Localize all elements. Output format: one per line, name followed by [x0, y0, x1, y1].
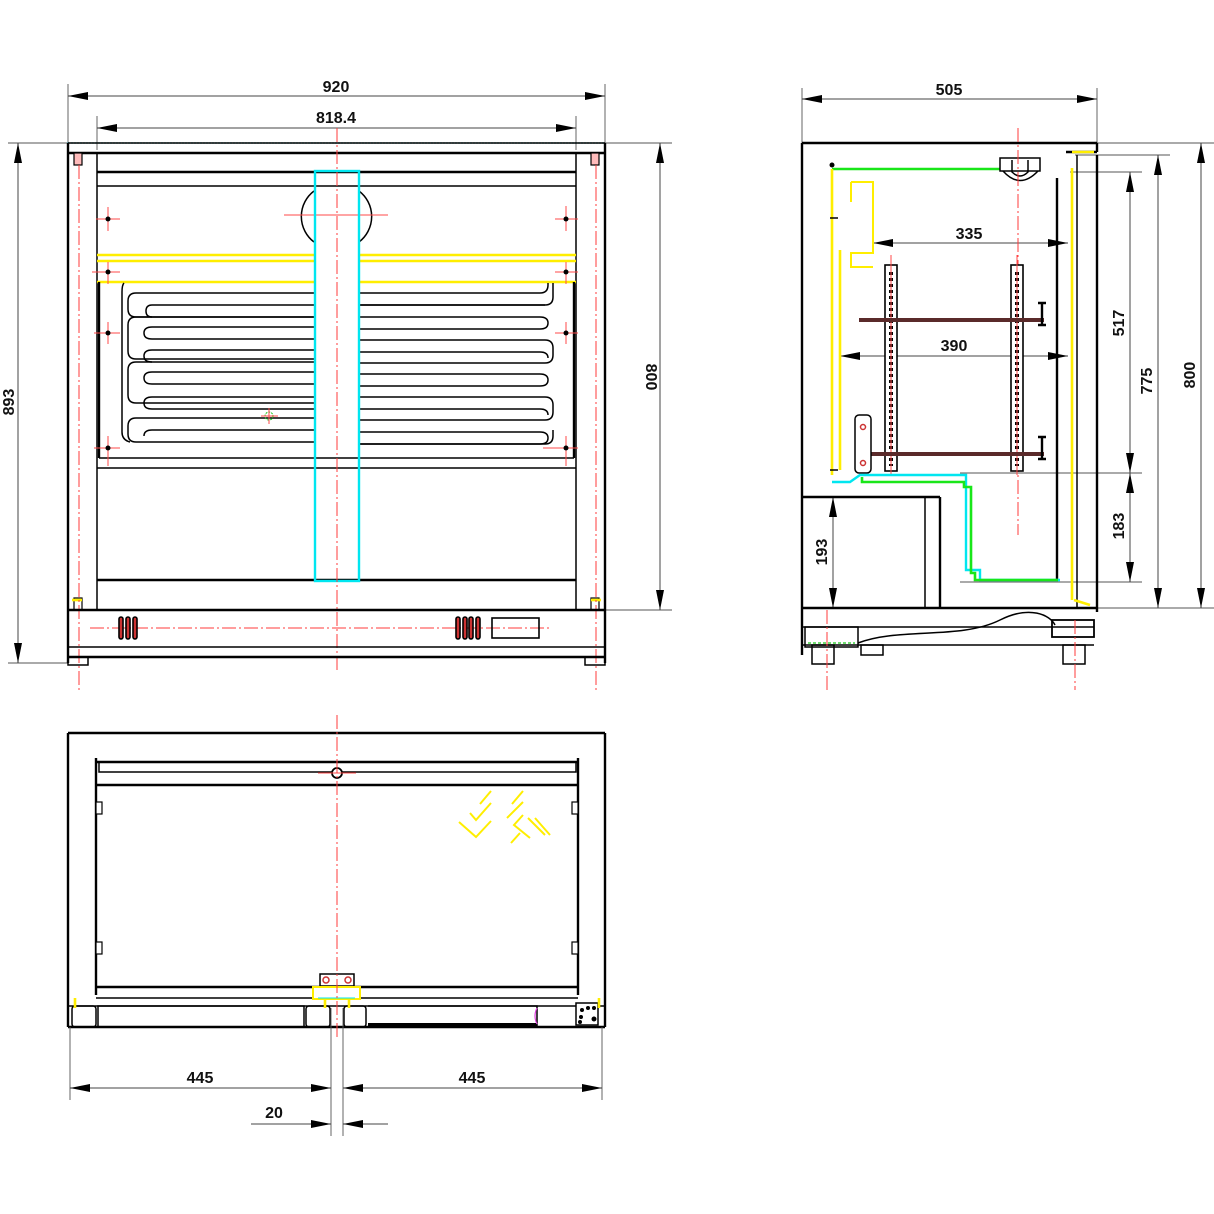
- dimension-shelf-depth: 390: [840, 338, 1068, 360]
- dim-label-335: 335: [956, 226, 983, 243]
- dim-label-20: 20: [265, 1105, 283, 1122]
- dimension-upper-depth: 335: [873, 226, 1068, 247]
- dimension-lower-inner-height: 183: [1111, 473, 1134, 582]
- dim-label-775: 775: [1139, 368, 1156, 395]
- dim-label-517: 517: [1111, 310, 1128, 337]
- control-panel: [491, 617, 540, 639]
- terminal-block: [575, 1002, 599, 1026]
- dimension-overall-width: 920: [67, 79, 606, 145]
- dimension-cabinet-height-front: 800: [605, 142, 672, 611]
- dimension-right-door-width: 445: [343, 1070, 602, 1092]
- dim-label-183: 183: [1111, 513, 1128, 540]
- glass-reflection-icon: [458, 790, 551, 844]
- handle-cutout-left: [300, 190, 315, 243]
- dim-label-505: 505: [936, 82, 963, 99]
- dim-label-920: 920: [323, 79, 350, 96]
- dimension-cabinet-height-side: 800: [1182, 143, 1205, 608]
- dim-label-800-front: 800: [642, 364, 659, 391]
- side-foot-front: [811, 644, 835, 665]
- dimension-center-gap: 20: [251, 1105, 388, 1128]
- dim-label-893: 893: [1, 389, 18, 416]
- dim-label-445-right: 445: [459, 1070, 486, 1087]
- dimension-left-door-width: 445: [70, 1070, 331, 1092]
- handle-cutout-right: [358, 190, 373, 243]
- plan-view: 445 445 20: [66, 715, 607, 1136]
- ventilation-slots-left: [118, 616, 138, 640]
- mounting-screws: [92, 206, 578, 466]
- front-view: 920 818.4 893 800: [1, 79, 672, 690]
- dim-label-445-left: 445: [187, 1070, 214, 1087]
- dimension-inner-height-total: 775: [1139, 155, 1162, 608]
- dim-label-818-4: 818.4: [316, 110, 356, 127]
- dim-label-390: 390: [941, 338, 968, 355]
- ventilation-slots-right: [455, 616, 481, 640]
- dimension-compressor-bay: 193: [814, 497, 837, 608]
- side-foot-rear: [1062, 644, 1086, 665]
- side-view: 505 335 390 517 183 775: [800, 82, 1214, 690]
- foot-left: [67, 656, 89, 666]
- evaporator-coil-icon: [121, 282, 554, 445]
- dim-label-800-side: 800: [1182, 362, 1199, 389]
- dimension-overall-height: 893: [1, 142, 68, 664]
- dimension-overall-depth: 505: [801, 82, 1098, 143]
- dimension-inner-height-upper: 517: [1111, 172, 1134, 473]
- foot-right: [584, 656, 606, 666]
- dim-label-193: 193: [814, 539, 831, 566]
